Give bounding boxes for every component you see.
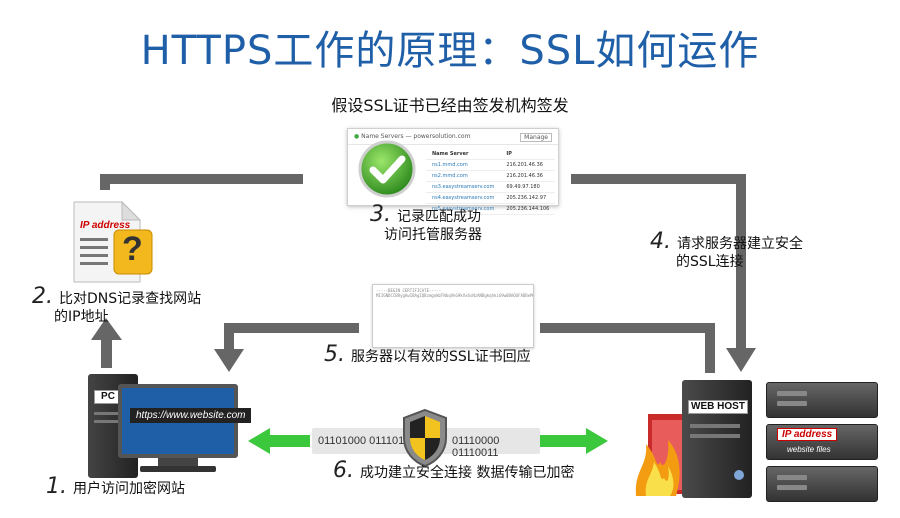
web-host-label: WEB HOST [688, 400, 748, 414]
step-6: 6.成功建立安全连接 数据传输已加密 [333, 458, 575, 483]
arrow-top-left-bar [100, 174, 303, 184]
ssl-certificate: -----BEGIN CERTIFICATE----- MIIGNDCCBRyg… [372, 284, 534, 348]
dns-panel-header: ● Name Servers — powersolution.com Manag… [348, 129, 558, 145]
green-arrow-right [540, 428, 608, 454]
arrow-mid-right-rise [705, 323, 715, 373]
web-host-server: WEB HOST [682, 380, 752, 498]
rack-server-1 [766, 382, 878, 418]
monitor-base [140, 466, 216, 472]
server-ip-tag: IP address [777, 428, 838, 441]
arrow-pc-up-head [91, 318, 122, 340]
document-icon [73, 200, 153, 283]
rack-server-3 [766, 466, 878, 502]
ip-document: IP address ? [72, 200, 154, 286]
arrow-mid-left-bar [224, 323, 359, 333]
page-title: HTTPS工作的原理：SSL如何运作 [140, 28, 760, 74]
arrow-right-down-head [726, 348, 756, 372]
arrow-right-down-shaft [736, 174, 746, 350]
arrow-mid-right-bar [540, 323, 715, 333]
server-files-tag: website files [787, 445, 831, 454]
url-address-bar[interactable]: https://www.website.com [130, 408, 252, 423]
page-subtitle: 假设SSL证书已经由签发机构签发 [331, 96, 569, 115]
shield-icon [403, 408, 447, 468]
arrow-top-left-drop [100, 174, 110, 190]
step-3: 3.记录匹配成功 访问托管服务器 [370, 202, 482, 244]
server-power-light [734, 470, 744, 480]
arrow-mid-left-head [214, 349, 244, 372]
table-header-row: Name Server IP [426, 149, 556, 160]
firewall-fire-icon [635, 414, 688, 496]
rack-server-2: IP address website files [766, 424, 878, 460]
step-1: 1.用户访问加密网站 [46, 474, 185, 499]
step-4: 4.请求服务器建立安全 的SSL连接 [650, 229, 803, 271]
arrow-mid-left-shaft [224, 323, 234, 351]
ip-address-label: IP address [80, 220, 131, 231]
monitor-stand [158, 458, 198, 466]
arrow-pc-up-shaft [101, 338, 112, 368]
binary-right: 01110000 01110011 [452, 435, 500, 459]
step-5: 5.服务器以有效的SSL证书回应 [324, 342, 531, 367]
monitor-screen: https://www.website.com [118, 384, 252, 458]
question-mark-icon: ? [122, 230, 143, 268]
dns-manage-button[interactable]: Manage [520, 133, 552, 142]
arrow-top-right-bar [571, 174, 746, 184]
checkmark-icon [358, 140, 416, 198]
step-2: 2.比对DNS记录查找网站 的IP地址 [32, 284, 202, 326]
binary-left: 01101000 0111010 [318, 435, 411, 447]
green-arrow-left [248, 428, 310, 454]
